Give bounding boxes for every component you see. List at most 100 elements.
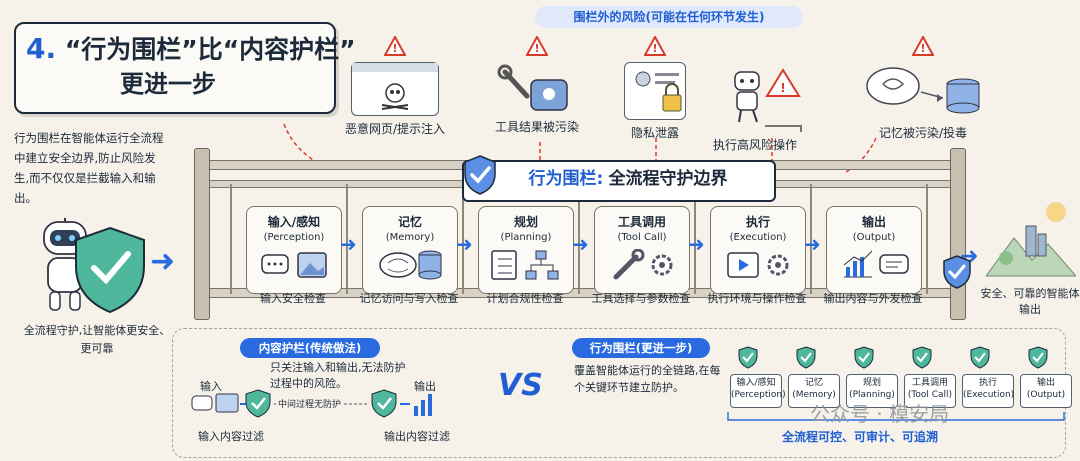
- mini-stage-name: 记忆: [804, 378, 823, 388]
- stage-name: 执行: [745, 215, 770, 229]
- stage-toolcall: 工具调用 (Tool Call): [594, 206, 690, 294]
- mini-shield-icon: [1028, 346, 1048, 369]
- entry-arrow: ➜: [150, 244, 176, 279]
- flow-arrow: ➜: [340, 232, 357, 256]
- stage-name: 规划: [513, 215, 538, 229]
- title-line1: “行为围栏”比“内容护栏”: [64, 35, 356, 64]
- mini-shield-icon: [796, 346, 816, 369]
- content-guard-note: 只关注输入和输出,无法防护过程中的风险。: [270, 361, 406, 390]
- mini-stage-execution: 执行 (Execution): [962, 374, 1014, 408]
- mini-stage-en: (Output): [1026, 390, 1066, 400]
- mini-stage-planning: 规划(Planning): [846, 374, 898, 408]
- stage-check: 输出内容与外发检查: [823, 292, 923, 305]
- stage-name: 记忆: [397, 215, 422, 229]
- svg-text:!: !: [652, 42, 657, 55]
- fence-bar: [346, 184, 348, 294]
- risk-item-highrisk: ! 执行高风险操作: [680, 60, 830, 153]
- fence-title-blue: 行为围栏:: [528, 169, 604, 189]
- fence-title-black: 全流程守护边界: [608, 169, 728, 189]
- chain-caption: 全流程可控、可审计、可追溯: [782, 430, 939, 444]
- stage-en: (Tool Call): [617, 232, 667, 243]
- stage-check: 输入安全检查: [260, 292, 326, 305]
- mini-stage-en: (Tool Call): [907, 390, 953, 400]
- play-gear-icon: [711, 249, 805, 281]
- content-input-label: 输入: [200, 380, 222, 393]
- risk-item-privacy: ! 隐私泄露: [580, 36, 730, 141]
- fence-bar: [462, 184, 464, 294]
- stage-perception: 输入/感知 (Perception): [246, 206, 342, 294]
- svg-text:!: !: [780, 81, 785, 95]
- watermark: 公众号 · 模安局: [810, 402, 950, 426]
- page-title: 4. “行为围栏”比“内容护栏”: [26, 30, 356, 66]
- content-output-filter: 输出内容过滤: [384, 430, 450, 443]
- risk-label: 隐私泄露: [630, 126, 679, 140]
- intro-text: 行为围栏在智能体运行全流程中建立安全边界,防止风险发生,而不仅仅是拦截输入和输出…: [14, 131, 164, 205]
- pillar-shield-icon: [943, 255, 971, 289]
- risk-header: 围栏外的风险(可能在任何环节发生): [535, 6, 803, 28]
- content-output-label: 输出: [414, 380, 436, 393]
- stage-name: 输出: [861, 215, 886, 229]
- behavior-guard-pill: 行为围栏(更进一步): [572, 338, 710, 358]
- stage-check: 执行环境与操作检查: [707, 292, 807, 305]
- chat-image-icon: [247, 249, 341, 281]
- risk-arrow-memory: [845, 137, 877, 173]
- svg-text:!: !: [534, 42, 539, 55]
- flow-arrow: ➜: [572, 232, 589, 256]
- risk-item-tool: ! 工具结果被污染: [462, 36, 612, 135]
- poisoned-memory-icon: [863, 62, 983, 120]
- robot-cliff-icon: !: [705, 66, 805, 132]
- mini-stage-en: (Perception): [731, 390, 786, 400]
- privacy-lock-icon: [624, 62, 686, 120]
- warning-icon: !: [384, 36, 406, 56]
- checklist-flow-icon: [479, 249, 573, 281]
- mini-stage-name: 工具调用: [911, 378, 948, 388]
- mini-stage-output: 输出(Output): [1020, 374, 1072, 408]
- fence-pillar-right: [950, 148, 966, 320]
- svg-text:!: !: [920, 42, 925, 55]
- stage-en: (Execution): [729, 232, 787, 243]
- poisoned-tool-icon: [497, 62, 577, 114]
- mini-stage-name: 输入/感知: [736, 378, 776, 388]
- mini-shields: [738, 346, 1048, 369]
- mini-stage-en: (Execution): [963, 390, 1015, 400]
- vs-label: VS: [498, 368, 543, 403]
- skull-webpage-icon: [351, 62, 439, 116]
- shield-check-icon: [464, 155, 496, 195]
- landscape-icon: [986, 202, 1076, 277]
- mini-stage-name: 执行: [978, 378, 997, 388]
- fence-bar: [926, 184, 928, 294]
- stage-output: 输出 (Output): [826, 206, 922, 294]
- stage-planning: 规划 (Planning): [478, 206, 574, 294]
- stage-check: 计划合规性检查: [486, 292, 564, 305]
- title-box: [14, 22, 336, 114]
- chain-bracket: [727, 412, 1065, 421]
- stage-en: (Output): [852, 232, 896, 243]
- risk-item-memory: ! 记忆被污染/投毒: [848, 36, 998, 141]
- mini-stage-perception: 输入/感知 (Perception): [730, 374, 786, 408]
- wrench-gear-icon: [595, 248, 689, 281]
- left-caption: 全流程守护,让智能体更安全、更可靠: [23, 324, 171, 355]
- fence-bar: [578, 184, 580, 294]
- fence-bar: [694, 184, 696, 294]
- brain-database-icon: [363, 249, 457, 281]
- risk-label: 记忆被污染/投毒: [878, 126, 968, 140]
- output-text: 安全、可靠的智能体输出: [980, 287, 1080, 316]
- stage-en: (Perception): [263, 232, 325, 243]
- mini-stage-en: (Planning): [849, 390, 895, 400]
- risk-label: 工具结果被污染: [494, 120, 579, 134]
- mini-shield-icon: [854, 346, 874, 369]
- stage-en: (Memory): [385, 232, 435, 243]
- mini-shield-icon: [970, 346, 990, 369]
- stage-name: 输入/感知: [267, 215, 321, 229]
- mini-stage-toolcall: 工具调用 (Tool Call): [904, 374, 956, 408]
- stage-en: (Planning): [500, 232, 552, 243]
- flow-arrow: ➜: [804, 232, 821, 256]
- stage-name: 工具调用: [617, 215, 666, 229]
- content-input-filter: 输入内容过滤: [198, 430, 264, 443]
- mini-shield-icon: [912, 346, 932, 369]
- content-middle-text: 中间过程无防护: [276, 397, 344, 410]
- fence-title: 行为围栏: 全流程守护边界: [462, 155, 776, 202]
- mini-stage-en: (Memory): [792, 390, 836, 400]
- title-line2: 更进一步: [120, 70, 216, 98]
- flow-arrow: ➜: [688, 232, 705, 256]
